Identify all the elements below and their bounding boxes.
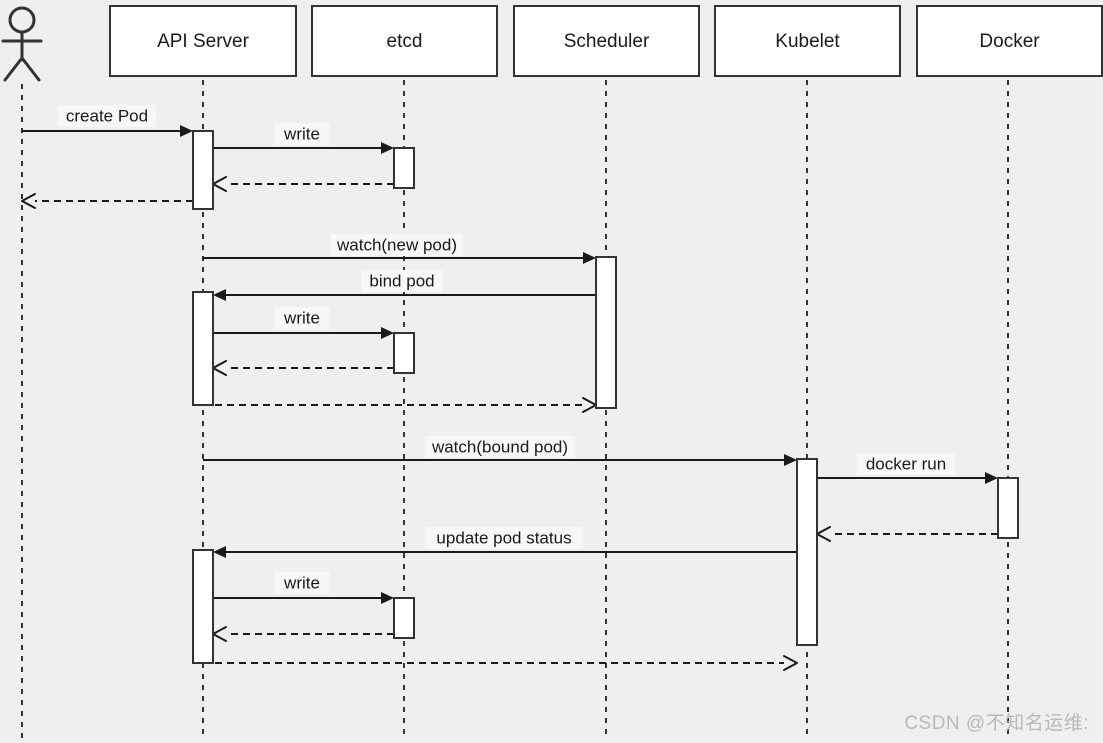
message-label-bg-msg-write-2 (274, 307, 330, 329)
participant-box-kubelet[interactable] (714, 5, 901, 77)
participant-label-api-server: API Server (157, 31, 250, 52)
message-label-msg-bind-pod: bind pod (369, 271, 434, 290)
participant-box-api-server[interactable] (109, 5, 297, 77)
arrowhead-filled-msg-write-2 (381, 327, 394, 339)
activation-bar-api-act-1 (192, 130, 214, 210)
arrowhead-filled-msg-update-pod-status (213, 546, 226, 558)
activation-bar-api-act-3 (192, 549, 214, 664)
message-label-bg-msg-create-pod (58, 105, 156, 127)
participant-label-scheduler: Scheduler (564, 31, 650, 52)
activation-bar-docker-act-1 (997, 477, 1019, 539)
activation-bar-etcd-act-2 (393, 332, 415, 374)
message-labels-layer: create Pod write watch(new pod) bind pod wri… (58, 105, 955, 594)
message-label-msg-write-3: write (283, 573, 320, 592)
arrowhead-filled-msg-write-3 (381, 592, 394, 604)
arrowhead-open-msg-kubelet-return (783, 655, 798, 671)
message-label-bg-msg-watch-bound-pod (425, 436, 575, 458)
participant-label-docker: Docker (979, 31, 1040, 52)
arrowhead-open-msg-etcd-return-3 (212, 626, 227, 642)
arrowhead-filled-msg-watch-new-pod (583, 252, 596, 264)
actor-head-icon (8, 6, 36, 34)
arrowhead-open-msg-sched-return (582, 397, 597, 413)
arrowhead-filled-msg-write-1 (381, 142, 394, 154)
message-label-bg-msg-bind-pod (361, 270, 443, 292)
participant-kubelet[interactable]: Kubelet (714, 5, 901, 740)
participant-label-etcd: etcd (387, 31, 423, 52)
message-label-msg-watch-new-pod: watch(new pod) (336, 235, 457, 254)
message-label-msg-docker-run: docker run (866, 454, 946, 473)
arrowhead-open-msg-api-return-1 (21, 193, 36, 209)
participant-label-kubelet: Kubelet (775, 31, 840, 52)
arrowhead-open-msg-docker-return (816, 526, 831, 542)
arrowhead-filled-msg-watch-bound-pod (784, 454, 797, 466)
participant-api-server[interactable]: API Server (109, 5, 297, 740)
message-label-bg-msg-watch-new-pod (330, 234, 464, 256)
actor-leg-left-line (3, 56, 24, 82)
message-label-msg-write-2: write (283, 308, 320, 327)
activation-bar-sched-act-1 (595, 256, 617, 409)
participant-docker[interactable]: Docker (916, 5, 1103, 740)
message-label-msg-create-pod: create Pod (66, 106, 148, 125)
actor-leg-right-line (20, 56, 41, 82)
message-label-bg-msg-write-1 (274, 123, 330, 145)
participant-scheduler[interactable]: Scheduler (513, 5, 700, 740)
activation-bar-api-act-2 (192, 291, 214, 406)
message-label-bg-msg-write-3 (274, 572, 330, 594)
arrowhead-filled-msg-docker-run (985, 472, 998, 484)
activation-bar-kubelet-act-1 (796, 458, 818, 646)
participant-box-scheduler[interactable] (513, 5, 700, 77)
arrowhead-filled-msg-create-pod (180, 125, 193, 137)
arrowhead-open-msg-etcd-return-1 (212, 176, 227, 192)
watermark-text: CSDN @不知名运维: (904, 713, 1089, 734)
actor-figure (1, 6, 43, 740)
participants-layer: API Server etcd Scheduler Kubelet Docker (109, 5, 1103, 740)
activation-bar-etcd-act-1 (393, 147, 415, 189)
messages-layer (21, 125, 998, 671)
arrowhead-filled-msg-bind-pod (213, 289, 226, 301)
participant-box-docker[interactable] (916, 5, 1103, 77)
arrowhead-open-msg-etcd-return-2 (212, 360, 227, 376)
message-label-msg-watch-bound-pod: watch(bound pod) (431, 437, 568, 456)
message-label-msg-write-1: write (283, 124, 320, 143)
activation-bar-etcd-act-3 (393, 597, 415, 639)
message-label-msg-update-pod-status: update pod status (436, 528, 571, 547)
message-label-bg-msg-update-pod-status (424, 527, 584, 549)
activations-layer (192, 130, 1019, 664)
participant-box-etcd[interactable] (311, 5, 498, 77)
participant-etcd[interactable]: etcd (311, 5, 498, 740)
message-label-bg-msg-docker-run (857, 453, 955, 475)
